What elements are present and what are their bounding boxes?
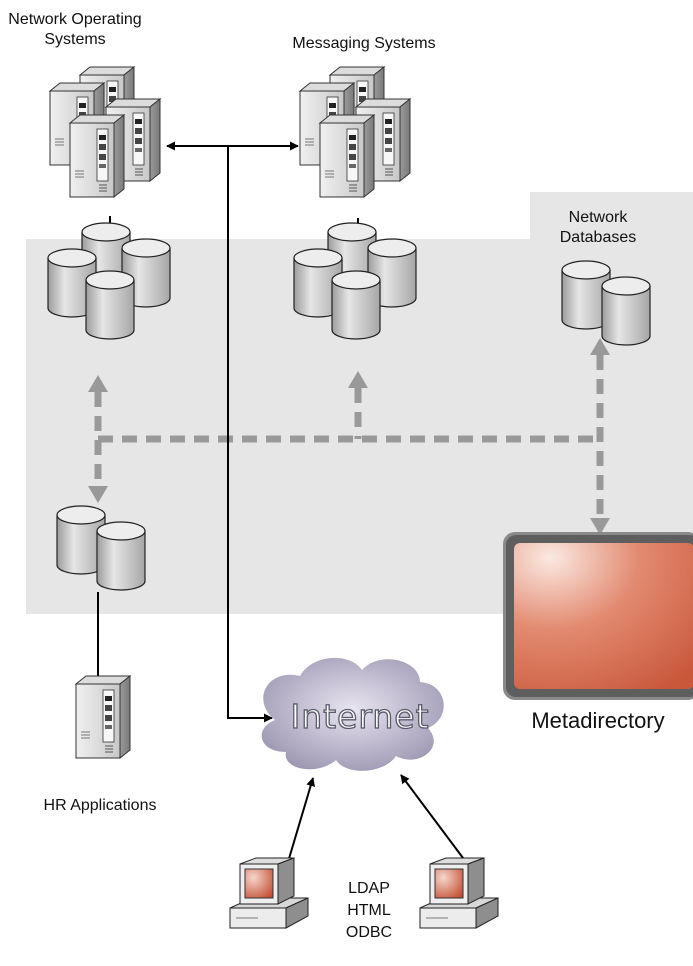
- network-os-label-line2: Systems: [44, 31, 106, 48]
- internet-label: Internet: [290, 697, 429, 736]
- protocol-odbc: ODBC: [345, 924, 393, 941]
- protocols-label: LDAP HTML ODBC: [334, 878, 404, 944]
- network-db-label-line2: Databases: [559, 229, 637, 246]
- server-cluster-icon: [299, 66, 411, 198]
- network-os-label-line1: Network Operating: [8, 11, 142, 28]
- network-os-label: Network Operating Systems: [4, 10, 146, 50]
- protocol-ldap: LDAP: [348, 880, 390, 897]
- server-cluster-icon: [49, 66, 161, 198]
- hr-applications-label: HR Applications: [43, 797, 157, 814]
- protocol-html: HTML: [347, 902, 391, 919]
- network-db-label-line1: Network: [568, 209, 628, 226]
- metadirectory-label: Metadirectory: [531, 708, 665, 733]
- messaging-label: Messaging Systems: [292, 35, 436, 52]
- server-icon: [75, 675, 131, 759]
- network-db-label: Network Databases: [548, 208, 648, 248]
- metadirectory-box: [503, 532, 693, 700]
- workstation-icon: [229, 857, 309, 929]
- dashed-arrowheads: [88, 338, 610, 535]
- dashed-links: [94, 355, 604, 520]
- cloud-icon: Internet: [261, 657, 444, 771]
- workstation-icon: [419, 857, 499, 929]
